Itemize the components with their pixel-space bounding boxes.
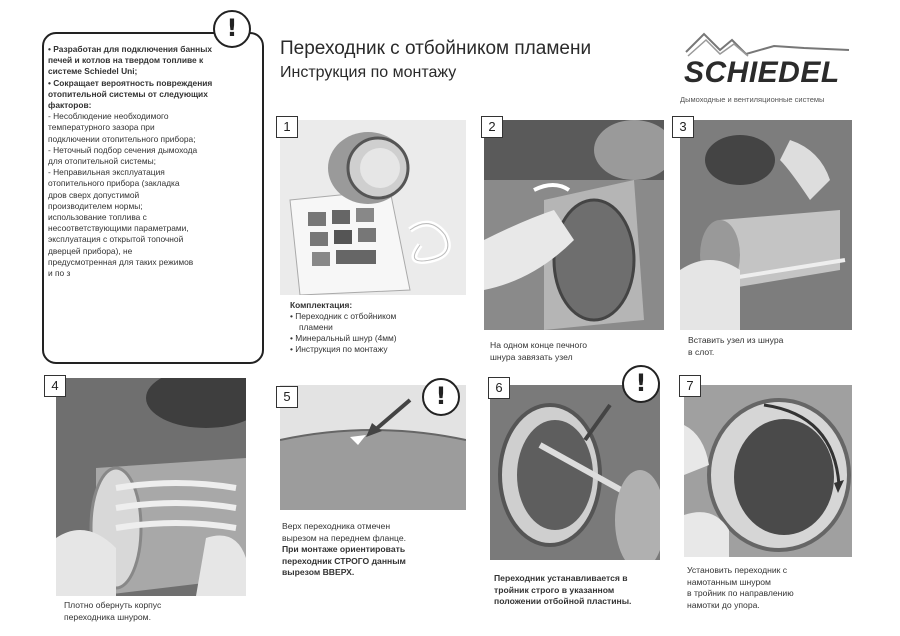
step-number-2: 2 xyxy=(481,116,503,138)
photo-step-4 xyxy=(56,378,246,596)
step-2-caption: На одном конце печного шнура завязать уз… xyxy=(490,340,660,363)
warning-item: системе Schiedel Uni; xyxy=(48,66,138,77)
page-subtitle: Инструкция по монтажу xyxy=(280,64,457,81)
kit-item: пламени xyxy=(299,322,333,332)
caption-line: Плотно обернуть корпус xyxy=(64,600,162,610)
caption-line: шнура завязать узел xyxy=(490,351,573,362)
step-number-7: 7 xyxy=(679,375,701,397)
step-number-4: 4 xyxy=(44,375,66,397)
step-number-3: 3 xyxy=(672,116,694,138)
warning-item: - Неточный подбор сечения дымохода xyxy=(48,144,198,155)
warning-icon: ! xyxy=(422,378,460,416)
warning-item: использование топлива с xyxy=(48,212,147,223)
kit-list: Комплектация: • Переходник с отбойником … xyxy=(290,300,460,355)
caption-line-bold: Переходник устанавливается в xyxy=(494,573,628,583)
warning-item: для отопительной системы; xyxy=(48,156,156,167)
caption-line: Вставить узел из шнура xyxy=(688,335,784,345)
warning-item: - Несоблюдение необходимого xyxy=(48,111,169,122)
step-7-caption: Установить переходник с намотанным шнуро… xyxy=(687,565,857,611)
step-number-5: 5 xyxy=(276,386,298,408)
caption-line: переходника шнуром. xyxy=(64,611,151,622)
warning-icon: ! xyxy=(213,10,251,48)
warning-item: отопительного прибора (закладка xyxy=(48,178,180,189)
photo-step-7 xyxy=(684,385,852,557)
caption-line: в тройник по направлению xyxy=(687,588,794,599)
step-4-caption: Плотно обернуть корпус переходника шнуро… xyxy=(64,600,244,623)
caption-line-bold: тройник строго в указанном xyxy=(494,584,615,595)
kit-item: • Переходник с отбойником xyxy=(290,311,397,321)
warning-icon: ! xyxy=(622,365,660,403)
step-number-1: 1 xyxy=(276,116,298,138)
warning-item: дров сверх допустимой xyxy=(48,189,140,200)
caption-line-bold: вырезом ВВЕРХ. xyxy=(282,567,355,578)
caption-line: в слот. xyxy=(688,346,715,357)
warning-item: отопительной системы от следующих xyxy=(48,88,208,99)
kit-heading: Комплектация: xyxy=(290,300,353,310)
warning-item: производителем нормы; xyxy=(48,200,143,211)
caption-line-bold: положении отбойной пластины. xyxy=(494,596,632,607)
page-title: Переходник с отбойником пламени xyxy=(280,38,592,59)
warning-item: подключении отопительного прибора; xyxy=(48,133,196,144)
step-3-caption: Вставить узел из шнура в слот. xyxy=(688,335,848,358)
warning-item: несоответствующими параметрами, xyxy=(48,223,189,234)
step-6-caption: Переходник устанавливается в тройник стр… xyxy=(494,573,664,608)
caption-line: намотки до упора. xyxy=(687,599,760,610)
logo-text: SCHIEDEL xyxy=(684,56,840,89)
warning-item: дверцей прибора), не xyxy=(48,245,133,256)
warning-item: печей и котлов на твердом топливе к xyxy=(48,55,204,66)
logo-tagline: Дымоходные и вентиляционные системы xyxy=(680,95,825,104)
warning-box xyxy=(42,32,264,364)
warning-item: и по з xyxy=(48,268,71,279)
photo-step-3 xyxy=(680,120,852,330)
kit-item: • Инструкция по монтажу xyxy=(290,344,388,354)
warning-item: • Сокращает вероятность повреждения xyxy=(48,77,213,88)
warning-item: эксплуатация с открытой топочной xyxy=(48,234,184,245)
caption-line: намотанным шнуром xyxy=(687,576,771,587)
step-number-6: 6 xyxy=(488,377,510,399)
logo-mountain-icon xyxy=(685,32,850,57)
caption-line: вырезом на переднем фланце. xyxy=(282,532,406,543)
photo-step-2 xyxy=(484,120,664,330)
caption-line: Установить переходник с xyxy=(687,565,788,575)
caption-line: На одном конце печного xyxy=(490,340,588,350)
kit-item: • Минеральный шнур (4мм) xyxy=(290,333,397,343)
warning-item: • Разработан для подключения банных xyxy=(48,44,213,54)
warning-item: факторов: xyxy=(48,100,92,111)
photo-step-6 xyxy=(490,385,660,560)
photo-step-1 xyxy=(280,120,466,295)
step-5-caption: Верх переходника отмечен вырезом на пере… xyxy=(282,521,462,579)
caption-line-bold: переходник СТРОГО данным xyxy=(282,555,406,566)
warning-item: - Неправильная эксплуатация xyxy=(48,167,165,178)
warning-item: температурного зазора при xyxy=(48,122,155,133)
caption-line: Верх переходника отмечен xyxy=(282,521,391,531)
caption-line-bold: При монтаже ориентировать xyxy=(282,544,406,555)
warning-item: предусмотренная для таких режимов xyxy=(48,256,194,267)
